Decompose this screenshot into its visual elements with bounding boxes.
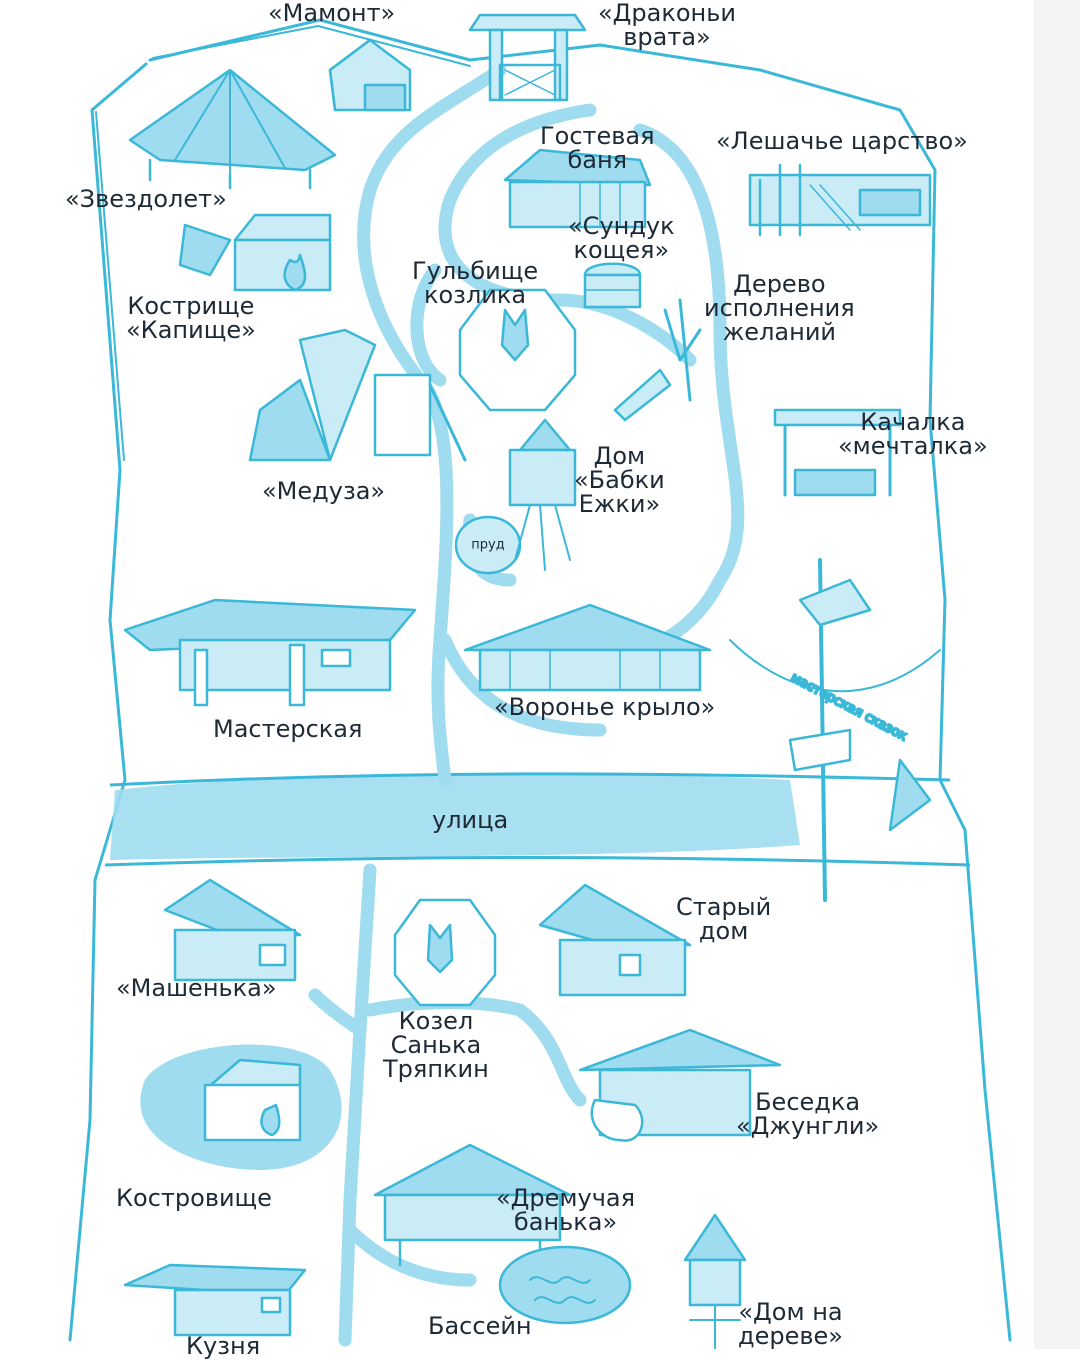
building-workshop bbox=[123, 598, 417, 707]
side-strip bbox=[1034, 0, 1080, 1349]
building-jungle-gazebo bbox=[578, 1028, 782, 1142]
building-leshy-kingdom bbox=[748, 163, 932, 237]
label-kostrovishche: Костровище bbox=[116, 1184, 272, 1212]
building-mamont bbox=[328, 38, 412, 112]
label-koshchey-chest: «Сундук кощея» bbox=[568, 212, 675, 264]
territory-boundary bbox=[68, 18, 1012, 1342]
label-jungle-gazebo: Беседка «Джунгли» bbox=[736, 1088, 880, 1140]
label-meduza: «Медуза» bbox=[262, 477, 386, 505]
label-zvezdolet: «Звездолет» bbox=[65, 185, 227, 213]
label-leshy-kingdom: «Лешачье царство» bbox=[716, 127, 968, 155]
building-koshchey-chest bbox=[583, 262, 642, 309]
building-tree-house bbox=[683, 1213, 747, 1349]
building-kostrovishche bbox=[140, 1044, 342, 1170]
label-swing: Качалка «мечталка» bbox=[838, 408, 988, 460]
building-zvezdolet bbox=[128, 68, 337, 190]
street bbox=[104, 772, 971, 867]
paths bbox=[308, 63, 745, 1347]
label-street: улица bbox=[432, 806, 509, 834]
building-kapishche bbox=[178, 213, 332, 292]
label-old-house: Старый дом bbox=[676, 893, 772, 945]
label-baba-yaga-house: Дом «Бабки Ежки» bbox=[574, 442, 665, 518]
label-kapishche: Кострище «Капище» bbox=[126, 292, 256, 344]
pool bbox=[498, 1245, 632, 1325]
building-meduza bbox=[248, 328, 467, 462]
label-guest-bath: Гостевая баня bbox=[540, 122, 655, 174]
building-baba-yaga-house bbox=[508, 418, 577, 571]
label-smithy: Кузня bbox=[186, 1332, 261, 1360]
signpost-windmill bbox=[729, 558, 941, 902]
swing-mechtalka bbox=[773, 408, 902, 497]
building-old-house bbox=[538, 883, 692, 997]
label-tree-house: «Дом на дереве» bbox=[738, 1298, 843, 1350]
building-guest-bath bbox=[503, 148, 652, 229]
label-mamont: «Мамонт» bbox=[268, 0, 396, 27]
label-mashenka: «Машенька» bbox=[116, 974, 277, 1002]
label-pool: Бассейн bbox=[428, 1312, 532, 1340]
building-dremuchaya-banka bbox=[373, 1143, 572, 1267]
label-dragon-gate: «Драконьи врата» bbox=[598, 0, 736, 51]
label-goat-sanka: Козел Санька Тряпкин bbox=[383, 1007, 489, 1083]
building-mashenka bbox=[163, 878, 302, 982]
label-workshop: Мастерская bbox=[213, 715, 363, 743]
label-raven-wing: «Воронье крыло» bbox=[494, 693, 716, 721]
label-wish-tree: Дерево исполнения желаний bbox=[704, 270, 855, 346]
building-goat-pavilion bbox=[458, 288, 577, 412]
label-goat-pavilion: Гульбище козлика bbox=[412, 257, 539, 309]
wish-tree bbox=[613, 298, 702, 422]
building-smithy bbox=[123, 1263, 307, 1337]
pond-label: пруд bbox=[471, 538, 504, 553]
label-dremuchaya-banka: «Дремучая банька» bbox=[496, 1184, 636, 1236]
building-raven-wing bbox=[463, 603, 712, 692]
building-dragon-gate bbox=[468, 13, 587, 102]
building-goat-sanka bbox=[393, 898, 497, 1007]
